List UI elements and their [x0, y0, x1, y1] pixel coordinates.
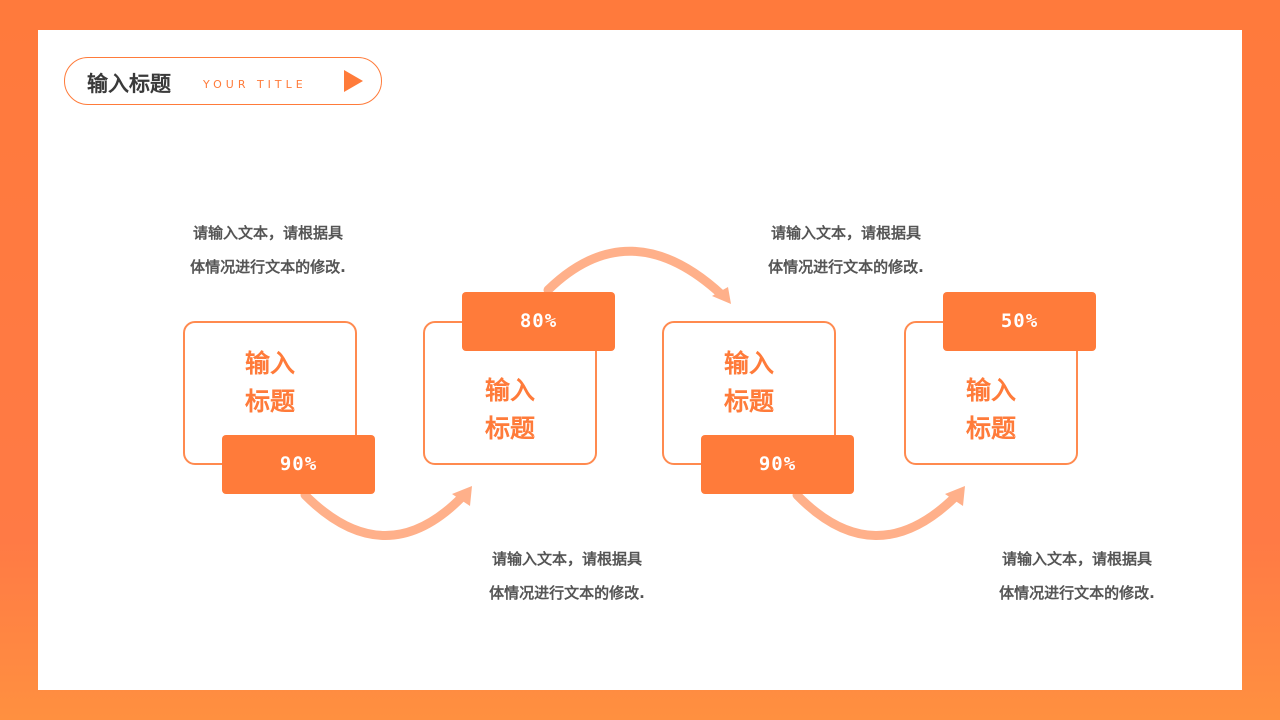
step-title: 输入 — [484, 376, 535, 405]
arrow-2-3 — [543, 246, 727, 300]
step-title: 输入 — [244, 349, 295, 378]
play-triangle-icon — [344, 70, 363, 92]
arrow-3-4 — [792, 490, 960, 540]
step-3-percent-badge: 90% — [701, 435, 854, 494]
arrowhead-icon — [712, 287, 731, 304]
arrow-1-2 — [300, 490, 467, 540]
step-title: 标题 — [965, 414, 1016, 443]
arrowhead-icon — [452, 486, 472, 506]
title-banner: 输入标题 YOUR TITLE — [64, 57, 382, 105]
step-3-description: 请输入文本，请根据具体情况进行文本的修改. — [768, 224, 924, 276]
page-title: 输入标题 — [87, 72, 171, 96]
step-4-description: 请输入文本，请根据具体情况进行文本的修改. — [999, 550, 1155, 602]
step-2-percent-badge: 80% — [462, 292, 615, 351]
step-title: 标题 — [723, 387, 774, 416]
step-title: 输入 — [723, 349, 774, 378]
arrowhead-icon — [945, 486, 965, 506]
step-1-description: 请输入文本，请根据具体情况进行文本的修改. — [190, 224, 346, 276]
page-subtitle: YOUR TITLE — [203, 78, 307, 91]
step-4-percent-badge: 50% — [943, 292, 1096, 351]
step-title: 输入 — [965, 376, 1016, 405]
step-2-description: 请输入文本，请根据具体情况进行文本的修改. — [489, 550, 645, 602]
step-1-percent-badge: 90% — [222, 435, 375, 494]
step-title: 标题 — [244, 387, 295, 416]
step-title: 标题 — [484, 414, 535, 443]
